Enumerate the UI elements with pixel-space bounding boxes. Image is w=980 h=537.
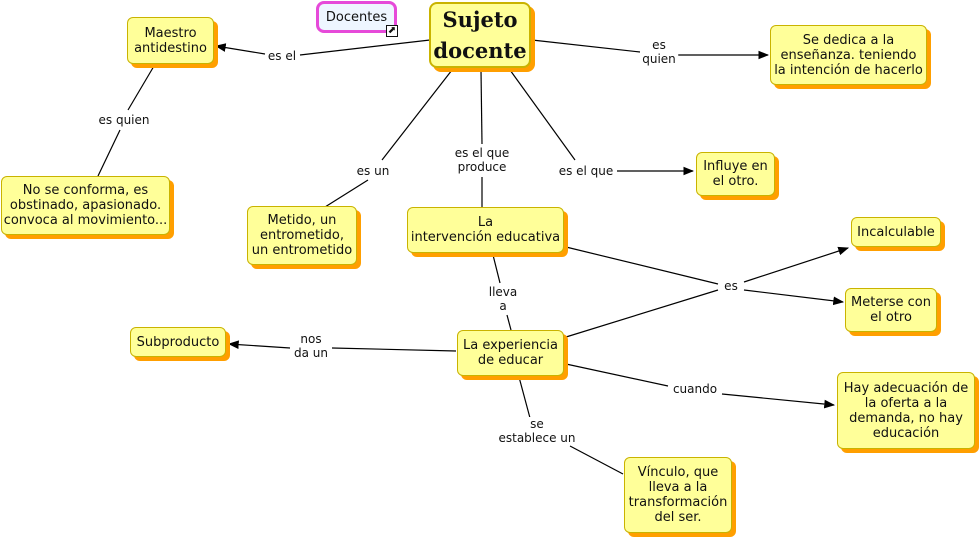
concept-no-se-conforma[interactable]: No se conforma, es obstinado, apasionado…	[1, 176, 170, 235]
concept-se-dedica[interactable]: Se dedica a la enseñanza. teniendo la in…	[770, 25, 927, 85]
link-phrase-es-un: es un	[354, 164, 392, 178]
concept-incalculable[interactable]: Incalculable	[851, 217, 941, 247]
concept-sujeto-docente[interactable]: Sujeto docente	[429, 2, 531, 68]
external-link-icon[interactable]: ⬈	[386, 25, 398, 37]
link-phrase-es-quien-maestro: es quien	[96, 113, 152, 127]
line-sujeto-esque	[509, 69, 576, 161]
concept-subproducto[interactable]: Subproducto	[130, 327, 226, 357]
line-esun-metido	[324, 179, 369, 208]
link-phrase-es-el-que: es el que	[556, 164, 616, 178]
link-phrase-nos-da-un: nos da un	[292, 332, 330, 360]
line-maestro-esquien	[127, 65, 155, 111]
link-phrase-es: es	[722, 279, 740, 293]
concept-experiencia-de-educar[interactable]: La experiencia de educar	[457, 330, 564, 376]
line-sujeto-esel	[299, 39, 431, 56]
link-phrase-lleva-a: lleva a	[486, 285, 520, 313]
concept-metido[interactable]: Metido, un entrometido, un entrometido	[247, 206, 357, 265]
concept-intervencion-educativa[interactable]: La intervención educativa	[407, 207, 564, 253]
link-phrase-se-establece-un: se establece un	[496, 417, 578, 445]
concept-vinculo[interactable]: Vínculo, que lleva a la transformación d…	[624, 457, 732, 533]
line-sujeto-esquien	[531, 39, 641, 53]
link-phrase-es-quien-dedica: es quien	[640, 38, 678, 66]
line-experiencia-es	[565, 289, 719, 338]
line-esel-maestro	[214, 43, 266, 55]
line-es-meterse	[743, 289, 845, 306]
line-sujeto-produce	[480, 69, 483, 145]
line-experiencia-nosdaun	[331, 347, 457, 352]
concept-maestro-antidestino[interactable]: Maestro antidestino	[127, 17, 214, 64]
line-experiencia-cuando	[565, 363, 669, 387]
line-nosdaun-subproducto	[227, 340, 291, 349]
concept-adecuacion[interactable]: Hay adecuación de la oferta a la demanda…	[837, 372, 975, 449]
line-intervencion-es	[565, 246, 719, 285]
line-seestablece-vinculo	[569, 445, 624, 475]
concept-influye[interactable]: Influye en el otro.	[696, 152, 775, 196]
line-experiencia-seestablece	[518, 376, 531, 419]
concept-meterse-con-el-otro[interactable]: Meterse con el otro	[845, 288, 937, 332]
line-sujeto-esun	[381, 69, 453, 161]
link-phrase-es-el: es el	[265, 49, 299, 63]
link-phrase-es-el-que-produce: es el que produce	[452, 146, 512, 174]
line-cuando-adecuacion	[721, 393, 836, 409]
docentes-link-tag[interactable]: Docentes	[316, 1, 397, 33]
line-esquien-noconforma	[97, 129, 121, 177]
link-phrase-cuando: cuando	[670, 382, 720, 396]
line-intervencion-llevaa	[492, 254, 501, 284]
line-llevaa-experiencia	[506, 314, 512, 331]
line-es-incalculable	[743, 246, 850, 283]
